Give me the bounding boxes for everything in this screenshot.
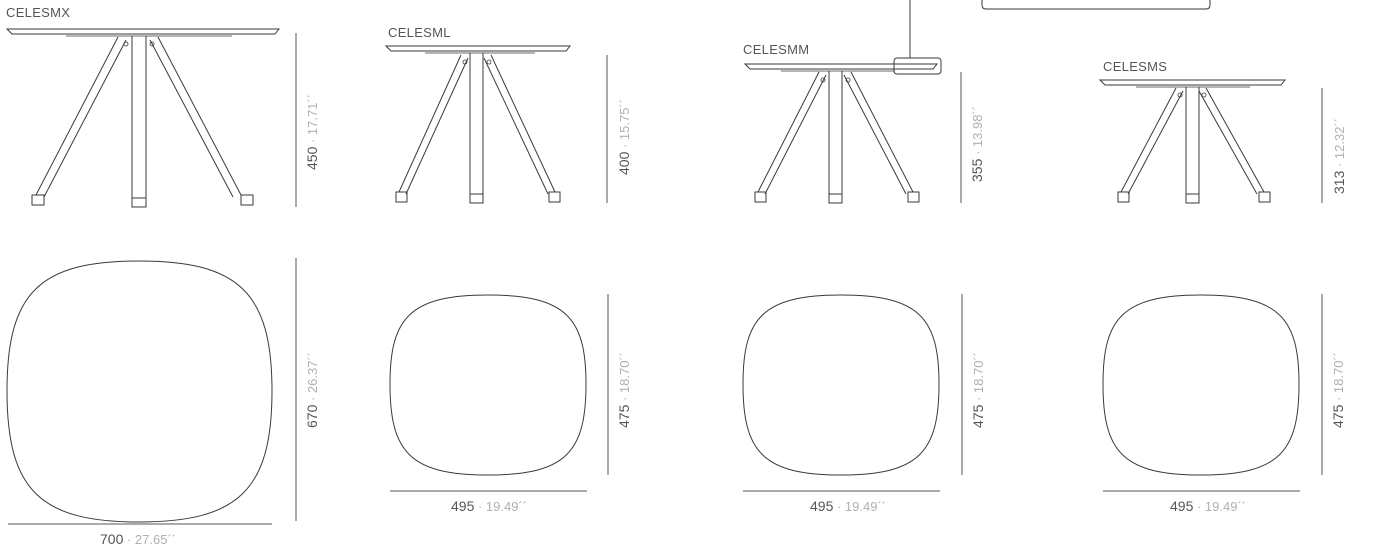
depth-dimension: 475 · 18.70´´ [961, 294, 986, 475]
side-elevation [1098, 79, 1287, 204]
svg-text:450 · 17.71´´: 450 · 17.71´´ [304, 94, 320, 170]
svg-text:495 · 19.49´´: 495 · 19.49´´ [1170, 498, 1246, 514]
svg-text:700 · 27.65´´: 700 · 27.65´´ [100, 531, 176, 547]
table-top-plan [1102, 294, 1300, 476]
svg-text:475 · 18.70´´: 475 · 18.70´´ [970, 352, 986, 428]
model-code-label: CELESMS [1103, 59, 1167, 74]
model-code-label: CELESMX [6, 5, 70, 20]
height-in: · 13.98´´ [970, 106, 985, 159]
svg-text:400 · 15.75´´: 400 · 15.75´´ [616, 99, 632, 175]
width-mm: 700 [100, 531, 124, 547]
width-dimension: 495 · 19.49´´ [1103, 490, 1300, 514]
height-mm: 313 [1331, 170, 1347, 194]
height-in: · 17.71´´ [305, 94, 320, 147]
svg-text:670 · 26.37´´: 670 · 26.37´´ [304, 352, 320, 428]
depth-dimension: 475 · 18.70´´ [1321, 294, 1346, 475]
height-mm: 400 [616, 151, 632, 175]
height-dimension: 450 · 17.71´´ [295, 33, 320, 207]
depth-mm: 475 [1330, 404, 1346, 428]
model-celesmx: CELESMX 450 · 17.71´´ 670 · 26.37´´ [5, 5, 320, 547]
width-mm: 495 [451, 498, 475, 514]
depth-in: · 18.70´´ [1331, 352, 1346, 405]
svg-text:495 · 19.49´´: 495 · 19.49´´ [810, 498, 886, 514]
width-in: · 27.65´´ [123, 532, 176, 547]
depth-dimension: 670 · 26.37´´ [295, 258, 320, 521]
depth-mm: 475 [970, 404, 986, 428]
width-mm: 495 [1170, 498, 1194, 514]
depth-dimension: 475 · 18.70´´ [607, 294, 632, 475]
side-elevation [743, 63, 939, 204]
table-top-plan [389, 294, 587, 476]
detail-callout [893, 0, 1211, 75]
model-code-label: CELESMM [743, 42, 809, 57]
svg-text:313 · 12.32´´: 313 · 12.32´´ [1331, 118, 1347, 194]
height-dimension: 355 · 13.98´´ [960, 72, 985, 203]
depth-in: · 18.70´´ [617, 352, 632, 405]
svg-text:495 · 19.49´´: 495 · 19.49´´ [451, 498, 527, 514]
width-in: · 19.49´´ [1193, 499, 1246, 514]
height-mm: 355 [969, 158, 985, 182]
table-top-plan [6, 260, 273, 523]
depth-in: · 18.70´´ [971, 352, 986, 405]
width-dimension: 495 · 19.49´´ [743, 490, 940, 514]
side-elevation [5, 28, 281, 208]
model-celesml: CELESML 400 · 15.75´´ 475 · 18.70´´ [384, 25, 632, 514]
model-celesms: CELESMS 313 · 12.32´´ 475 · 18.70´´ [1098, 59, 1347, 514]
width-dimension: 700 · 27.65´´ [8, 523, 272, 547]
table-top-plan [742, 294, 940, 476]
width-in: · 19.49´´ [833, 499, 886, 514]
height-dimension: 313 · 12.32´´ [1321, 88, 1347, 203]
model-celesmm: CELESMM 355 · 13.98´´ [742, 0, 1211, 514]
width-in: · 19.49´´ [474, 499, 527, 514]
height-mm: 450 [304, 146, 320, 170]
depth-mm: 475 [616, 404, 632, 428]
height-in: · 12.32´´ [1332, 118, 1347, 171]
width-mm: 495 [810, 498, 834, 514]
svg-text:355 · 13.98´´: 355 · 13.98´´ [969, 106, 985, 182]
width-dimension: 495 · 19.49´´ [390, 490, 587, 514]
height-dimension: 400 · 15.75´´ [606, 55, 632, 203]
depth-in: · 26.37´´ [305, 352, 320, 405]
height-in: · 15.75´´ [617, 99, 632, 152]
side-elevation [384, 45, 572, 204]
depth-mm: 670 [304, 404, 320, 428]
svg-text:475 · 18.70´´: 475 · 18.70´´ [616, 352, 632, 428]
model-code-label: CELESML [388, 25, 451, 40]
svg-text:475 · 18.70´´: 475 · 18.70´´ [1330, 352, 1346, 428]
